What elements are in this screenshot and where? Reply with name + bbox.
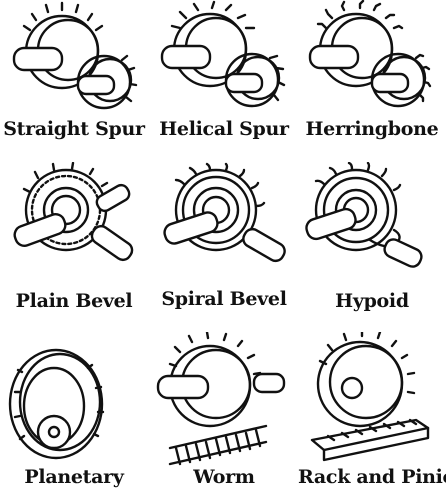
straight-spur-gear-icon — [0, 0, 148, 128]
helical-spur-cell: Helical Spur — [150, 0, 298, 165]
gear-label: Helical Spur — [150, 118, 298, 140]
helical-spur-gear-icon — [150, 0, 298, 128]
planetary-cell: Planetary — [0, 332, 148, 497]
gear-label: Rack and Pinion — [298, 466, 446, 488]
gear-label: Hypoid — [298, 290, 446, 312]
worm-cell: Worm — [150, 332, 298, 497]
rack-and-pinion-cell: Rack and Pinion — [298, 332, 446, 497]
hypoid-gear-icon — [298, 162, 446, 290]
gear-label: Straight Spur — [0, 118, 148, 140]
plain-bevel-gear-icon — [0, 162, 148, 290]
plain-bevel-cell: Plain Bevel — [0, 162, 148, 327]
herringbone-cell: Herringbone — [298, 0, 446, 165]
gear-label: Herringbone — [298, 118, 446, 140]
spiral-bevel-cell: Spiral Bevel — [150, 162, 298, 327]
gear-label: Planetary — [0, 466, 148, 488]
herringbone-gear-icon — [298, 0, 446, 128]
straight-spur-cell: Straight Spur — [0, 0, 148, 165]
gear-label: Worm — [150, 466, 298, 488]
hypoid-cell: Hypoid — [298, 162, 446, 327]
gear-label: Spiral Bevel — [150, 288, 298, 310]
gear-label: Plain Bevel — [0, 290, 148, 312]
spiral-bevel-gear-icon — [150, 162, 298, 290]
